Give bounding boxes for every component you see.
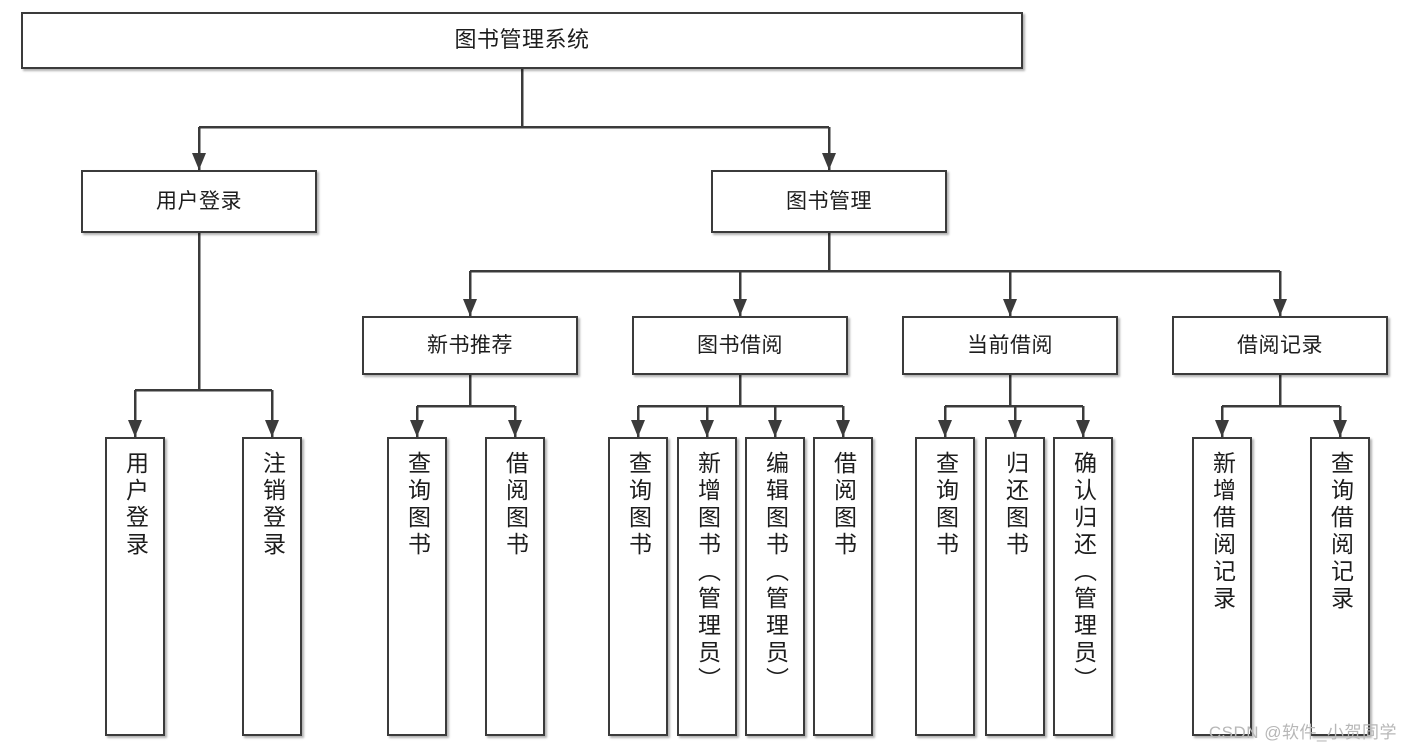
node-label: 查询图书 bbox=[625, 451, 652, 559]
node-label: 新增借阅记录 bbox=[1209, 451, 1236, 613]
node-book-borrowing[interactable]: 图书借阅 bbox=[632, 316, 848, 375]
node-label: 注销登录 bbox=[259, 451, 286, 559]
node-leaf-borrow-book-recommendation[interactable]: 借阅图书 bbox=[485, 437, 545, 736]
node-label: 归还图书 bbox=[1002, 451, 1029, 559]
node-leaf-query-book-recommendation[interactable]: 查询图书 bbox=[387, 437, 447, 736]
node-leaf-confirm-return-admin[interactable]: 确认归还（管理员） bbox=[1053, 437, 1113, 736]
node-current-borrowing[interactable]: 当前借阅 bbox=[902, 316, 1118, 375]
node-user-login[interactable]: 用户登录 bbox=[81, 170, 317, 233]
node-label: 查询图书 bbox=[404, 451, 431, 559]
node-leaf-add-book-admin[interactable]: 新增图书（管理员） bbox=[677, 437, 737, 736]
node-label: 查询借阅记录 bbox=[1327, 451, 1354, 613]
node-leaf-borrow-book-borrowing[interactable]: 借阅图书 bbox=[813, 437, 873, 736]
node-new-book-recommendation[interactable]: 新书推荐 bbox=[362, 316, 578, 375]
node-leaf-edit-book-admin[interactable]: 编辑图书（管理员） bbox=[745, 437, 805, 736]
node-label: 新书推荐 bbox=[427, 333, 513, 357]
node-label: 借阅图书 bbox=[502, 451, 529, 559]
node-label: 借阅记录 bbox=[1237, 333, 1323, 357]
node-label: 用户登录 bbox=[122, 451, 149, 559]
node-leaf-query-borrowing-record[interactable]: 查询借阅记录 bbox=[1310, 437, 1370, 736]
node-leaf-logout[interactable]: 注销登录 bbox=[242, 437, 302, 736]
node-leaf-query-book-borrowing[interactable]: 查询图书 bbox=[608, 437, 668, 736]
node-label: 图书管理 bbox=[786, 189, 872, 213]
node-label: 编辑图书（管理员） bbox=[762, 451, 789, 694]
node-label: 用户登录 bbox=[156, 189, 242, 213]
node-borrowing-record[interactable]: 借阅记录 bbox=[1172, 316, 1388, 375]
node-label: 当前借阅 bbox=[967, 333, 1053, 357]
node-label: 查询图书 bbox=[932, 451, 959, 559]
node-label: 图书借阅 bbox=[697, 333, 783, 357]
node-label: 借阅图书 bbox=[830, 451, 857, 559]
node-leaf-return-book[interactable]: 归还图书 bbox=[985, 437, 1045, 736]
node-leaf-query-book-current[interactable]: 查询图书 bbox=[915, 437, 975, 736]
watermark-text: CSDN @软件_小贺同学 bbox=[1208, 723, 1397, 742]
node-leaf-user-login[interactable]: 用户登录 bbox=[105, 437, 165, 736]
node-book-management[interactable]: 图书管理 bbox=[711, 170, 947, 233]
node-label: 确认归还（管理员） bbox=[1070, 451, 1097, 694]
node-label: 新增图书（管理员） bbox=[694, 451, 721, 694]
node-root-book-management-system[interactable]: 图书管理系统 bbox=[21, 12, 1023, 69]
node-label: 图书管理系统 bbox=[454, 27, 590, 53]
node-leaf-add-borrowing-record[interactable]: 新增借阅记录 bbox=[1192, 437, 1252, 736]
